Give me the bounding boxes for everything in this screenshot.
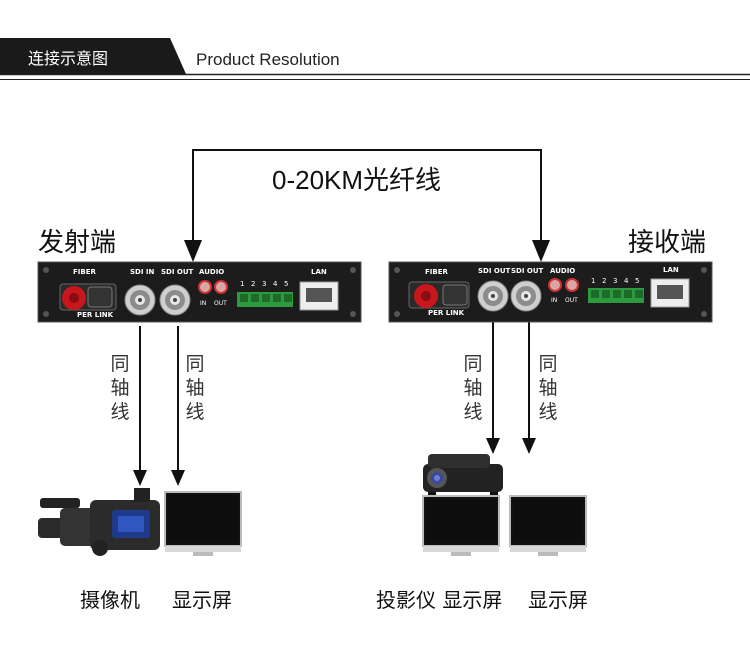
rx-audio-label: AUDIO (550, 267, 576, 275)
rx-audio-in-label: IN (551, 297, 558, 304)
display-monitor-projector-icon (422, 495, 500, 556)
transmitter-panel (37, 261, 362, 323)
fiber-link-line (192, 149, 542, 258)
tx-audio-out-label: OUT (214, 300, 227, 307)
bnc-sdi-out-1-icon (477, 280, 509, 312)
rx-audio-out-label: OUT (565, 297, 578, 304)
fiber-arrow-left (184, 240, 202, 262)
bnc-sdi-in-icon (124, 284, 156, 316)
coax-label-1: 同轴线 (110, 353, 130, 423)
tx-sdi-in-label: SDI IN (130, 268, 155, 276)
header-title: 连接示意图 (28, 49, 109, 68)
audio-out-jack-icon (565, 278, 579, 292)
tx-lan-label: LAN (311, 268, 327, 276)
display-monitor-1-icon (164, 491, 242, 556)
receiver-panel (388, 261, 713, 323)
receiver-title: 接收端 (628, 228, 707, 258)
tx-terminal-5: 5 (284, 280, 289, 288)
tx-terminal-3: 3 (262, 280, 267, 288)
tx-terminal-1: 1 (240, 280, 245, 288)
rx-sdi-out-1-label: SDI OUT (478, 267, 511, 275)
rx-terminal-5: 5 (635, 277, 640, 285)
coax-arrow-camera (133, 470, 147, 486)
coax-label-3: 同轴线 (463, 353, 483, 423)
tx-terminal-4: 4 (273, 280, 278, 288)
display-1-caption: 显示屏 (172, 588, 232, 612)
coax-arrow-display-2 (522, 438, 536, 454)
coax-label-4: 同轴线 (538, 353, 558, 423)
header-bar (0, 38, 750, 80)
display-monitor-2-icon (509, 495, 587, 556)
tx-per-link-label: PER LINK (77, 311, 114, 319)
audio-in-jack-icon (548, 278, 562, 292)
display-2-caption: 显示屏 (528, 588, 588, 612)
camera-caption: 摄像机 (80, 588, 140, 612)
rx-per-link-label: PER LINK (428, 309, 465, 317)
transmitter-title: 发射端 (38, 228, 117, 258)
fiber-link-label: 0-20KM光纤线 (272, 165, 442, 195)
rx-terminal-2: 2 (602, 277, 607, 285)
header-tab-shape (0, 38, 186, 74)
tx-audio-in-label: IN (200, 300, 207, 307)
audio-in-jack-icon (198, 280, 212, 294)
header-subtitle: Product Resolution (196, 50, 340, 69)
rx-sdi-out-2-label: SDI OUT (511, 267, 544, 275)
coax-arrow-display-1 (171, 470, 185, 486)
fiber-arrow-right (532, 240, 550, 262)
tx-sdi-out-label: SDI OUT (161, 268, 194, 276)
coax-label-2: 同轴线 (185, 353, 205, 423)
rx-terminal-1: 1 (591, 277, 596, 285)
rx-fiber-label: FIBER (425, 268, 448, 276)
projector-icon (423, 454, 503, 495)
video-camera-icon (38, 488, 160, 556)
tx-fiber-label: FIBER (73, 268, 96, 276)
bnc-sdi-out-icon (159, 284, 191, 316)
rx-lan-label: LAN (663, 266, 679, 274)
tx-terminal-2: 2 (251, 280, 256, 288)
rx-terminal-4: 4 (624, 277, 629, 285)
projector-display-caption: 投影仪 显示屏 (376, 588, 503, 612)
coax-arrow-projector (486, 438, 500, 454)
bnc-sdi-out-2-icon (510, 280, 542, 312)
audio-out-jack-icon (214, 280, 228, 294)
tx-audio-label: AUDIO (199, 268, 225, 276)
rx-terminal-3: 3 (613, 277, 618, 285)
